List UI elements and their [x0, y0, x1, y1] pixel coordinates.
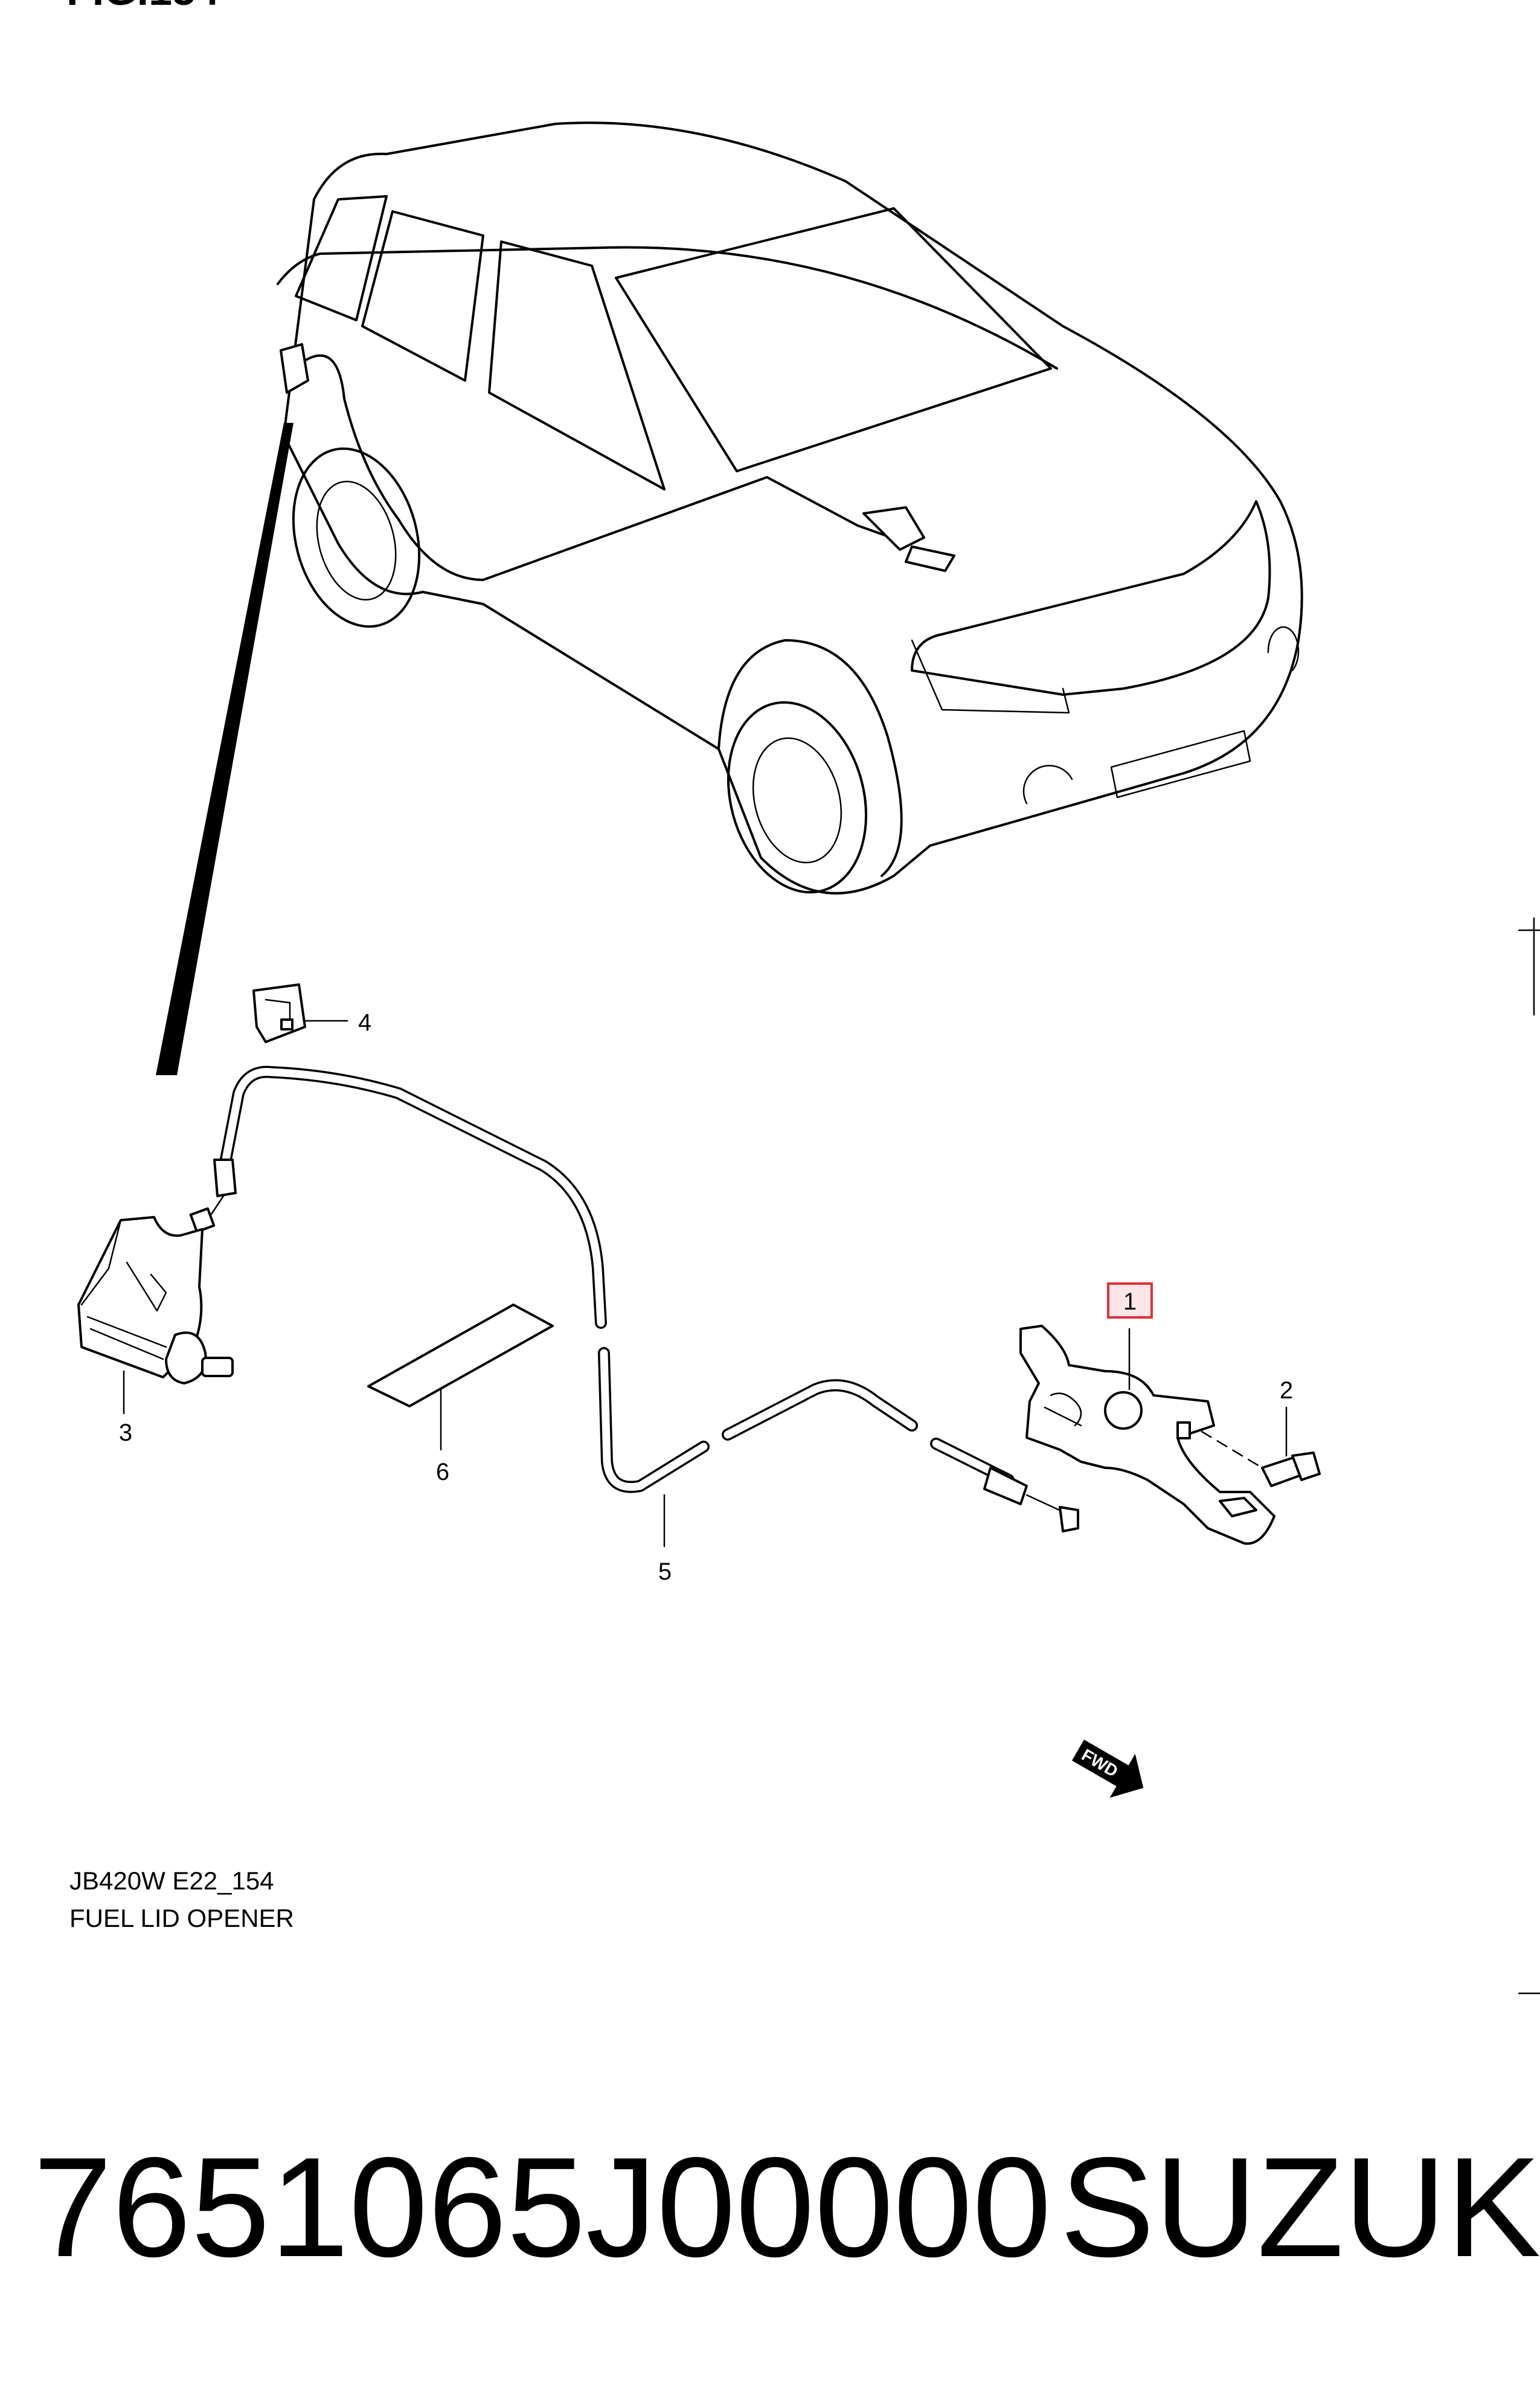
- callout-2-label: 2: [1280, 1377, 1293, 1404]
- diagram-code: JB420W E22_154: [69, 1866, 274, 1895]
- callout-1: 1: [1107, 1282, 1153, 1319]
- brand-name: SUZUKI: [1060, 2127, 1540, 2286]
- detail-pointer: [156, 423, 294, 1075]
- fwd-direction-marker: FWD: [1072, 1740, 1144, 1798]
- figure-header: FIG.154: [66, 0, 219, 14]
- callout-1-label: 1: [1123, 1288, 1137, 1315]
- vehicle-illustration: [277, 121, 1303, 895]
- callout-3-label: 3: [119, 1419, 132, 1446]
- part-3-lid-lock: [77, 1216, 234, 1415]
- part-4-clip: [252, 983, 348, 1043]
- callout-1-highlight: [1107, 1282, 1153, 1319]
- part-6-pad: [367, 1304, 554, 1451]
- part-5-cable: [189, 1066, 1079, 1548]
- callout-5-label: 5: [658, 1558, 672, 1585]
- part-number: 7651065J00000: [33, 2127, 1051, 2286]
- part-1-opener-lever: [1019, 1325, 1275, 1545]
- callout-4-label: 4: [358, 1009, 371, 1036]
- callout-6-label: 6: [436, 1459, 449, 1485]
- diagram-title: FUEL LID OPENER: [69, 1904, 294, 1932]
- part-2-screw: [1201, 1406, 1321, 1487]
